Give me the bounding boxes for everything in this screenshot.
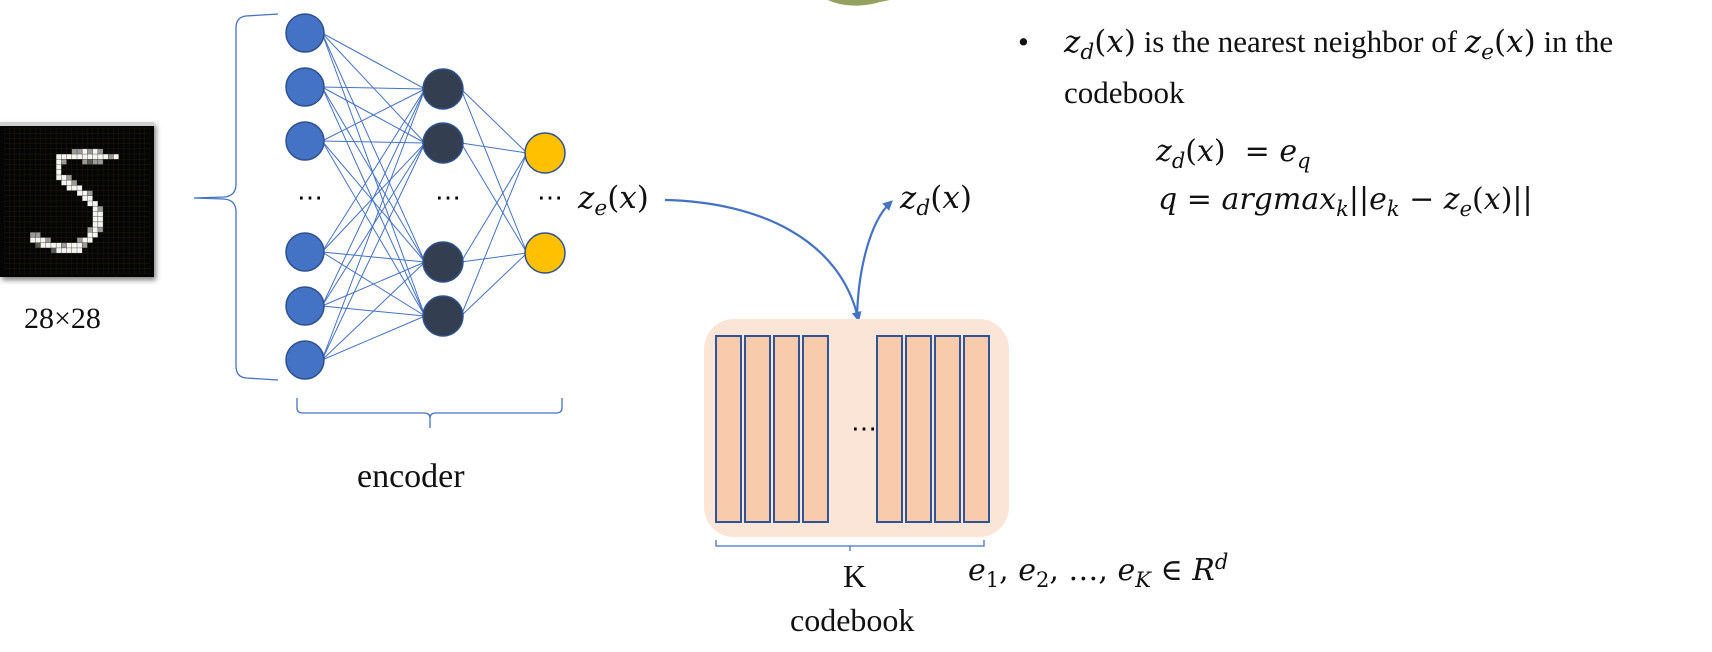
equation-q-argmax: q = argmaxk||ek − ze(x)|| xyxy=(1158,182,1533,221)
z-e-term: ze(x) xyxy=(1464,24,1536,66)
edge-hidden-3-to-latent-0 xyxy=(460,152,528,317)
edge-hidden-0-to-latent-1 xyxy=(460,88,528,254)
hidden-node-1 xyxy=(422,68,464,110)
edge-input-3-to-hidden-0 xyxy=(321,88,426,253)
input-node-6 xyxy=(285,340,325,380)
codebook-label: codebook xyxy=(790,602,915,638)
digit-pixel-grid xyxy=(4,128,150,274)
encode-arrow xyxy=(664,198,862,322)
codebook-vector-3 xyxy=(773,335,800,523)
decorative-plant-fragment xyxy=(828,0,890,6)
equation-zd-equals-eq: zd(x) = eq xyxy=(1156,134,1311,173)
edge-input-0-to-hidden-2 xyxy=(321,32,426,263)
edge-hidden-2-to-latent-1 xyxy=(460,252,528,263)
z-e-label: ze(x) xyxy=(578,180,649,222)
hidden-node-2 xyxy=(422,122,464,164)
input-node-5 xyxy=(285,286,325,326)
edge-hidden-1-to-latent-1 xyxy=(460,142,528,254)
hidden-node-4 xyxy=(422,295,464,337)
edge-input-3-to-hidden-2 xyxy=(321,251,426,263)
latent-layer-ellipsis: ⋯ xyxy=(537,183,563,212)
edge-input-5-to-hidden-2 xyxy=(321,261,426,361)
z-d-label: zd(x) xyxy=(900,180,972,222)
codebook-vector-4 xyxy=(802,335,829,523)
codebook-vectors xyxy=(715,335,990,523)
edge-input-4-to-hidden-2 xyxy=(321,261,426,307)
hidden-layer-ellipsis: ⋯ xyxy=(435,183,461,212)
z-d-term: zd(x) xyxy=(1064,24,1136,66)
latent-node-1 xyxy=(524,132,566,174)
edge-input-4-to-hidden-0 xyxy=(321,88,426,307)
input-layer-ellipsis: ⋯ xyxy=(297,183,323,212)
edge-input-2-to-hidden-1 xyxy=(321,140,426,144)
codebook-vectors-label: e1, e2, …, eK ∈ Rd xyxy=(968,550,1229,592)
codebook-vector-2 xyxy=(744,335,771,523)
input-node-1 xyxy=(285,13,325,53)
network-edges xyxy=(321,32,528,361)
bullet-marker: • xyxy=(1018,24,1029,59)
edge-input-2-to-hidden-2 xyxy=(321,140,426,263)
edge-hidden-3-to-latent-1 xyxy=(460,252,528,317)
image-window-titlebar xyxy=(0,122,154,126)
codebook-vector-8 xyxy=(963,335,990,523)
edge-input-2-to-hidden-0 xyxy=(321,88,426,142)
codebook-vector-7 xyxy=(934,335,961,523)
edge-input-0-to-hidden-0 xyxy=(321,32,426,90)
hidden-node-3 xyxy=(422,241,464,283)
input-node-4 xyxy=(285,232,325,272)
edge-hidden-0-to-latent-0 xyxy=(460,88,528,154)
edge-hidden-1-to-latent-0 xyxy=(460,142,528,154)
bullet-text: zd(x) is the nearest neighbor of ze(x) i… xyxy=(1064,24,1614,111)
codebook-vector-5 xyxy=(876,335,903,523)
input-layer-brace xyxy=(193,13,279,381)
codebook-vector-1 xyxy=(715,335,742,523)
edge-hidden-2-to-latent-0 xyxy=(460,152,528,263)
edge-input-5-to-hidden-1 xyxy=(321,142,426,361)
network-nodes xyxy=(285,13,566,380)
input-size-label: 28×28 xyxy=(24,302,101,335)
edge-input-5-to-hidden-0 xyxy=(321,88,426,361)
latent-node-2 xyxy=(524,232,566,274)
encoder-label: encoder xyxy=(357,458,465,495)
input-image-mnist-digit xyxy=(0,122,154,277)
edge-input-1-to-hidden-0 xyxy=(321,86,426,90)
encoder-brace xyxy=(296,398,563,428)
input-node-2 xyxy=(285,67,325,107)
input-node-3 xyxy=(285,121,325,161)
codebook-brace xyxy=(715,540,985,551)
codebook-size-k-label: K xyxy=(843,558,867,594)
codebook-ellipsis: ⋯ xyxy=(851,414,877,443)
edge-input-2-to-hidden-3 xyxy=(321,140,426,317)
edge-input-1-to-hidden-2 xyxy=(321,86,426,263)
quantize-arrow xyxy=(855,200,893,319)
codebook-vector-6 xyxy=(905,335,932,523)
edge-input-5-to-hidden-3 xyxy=(321,315,426,361)
